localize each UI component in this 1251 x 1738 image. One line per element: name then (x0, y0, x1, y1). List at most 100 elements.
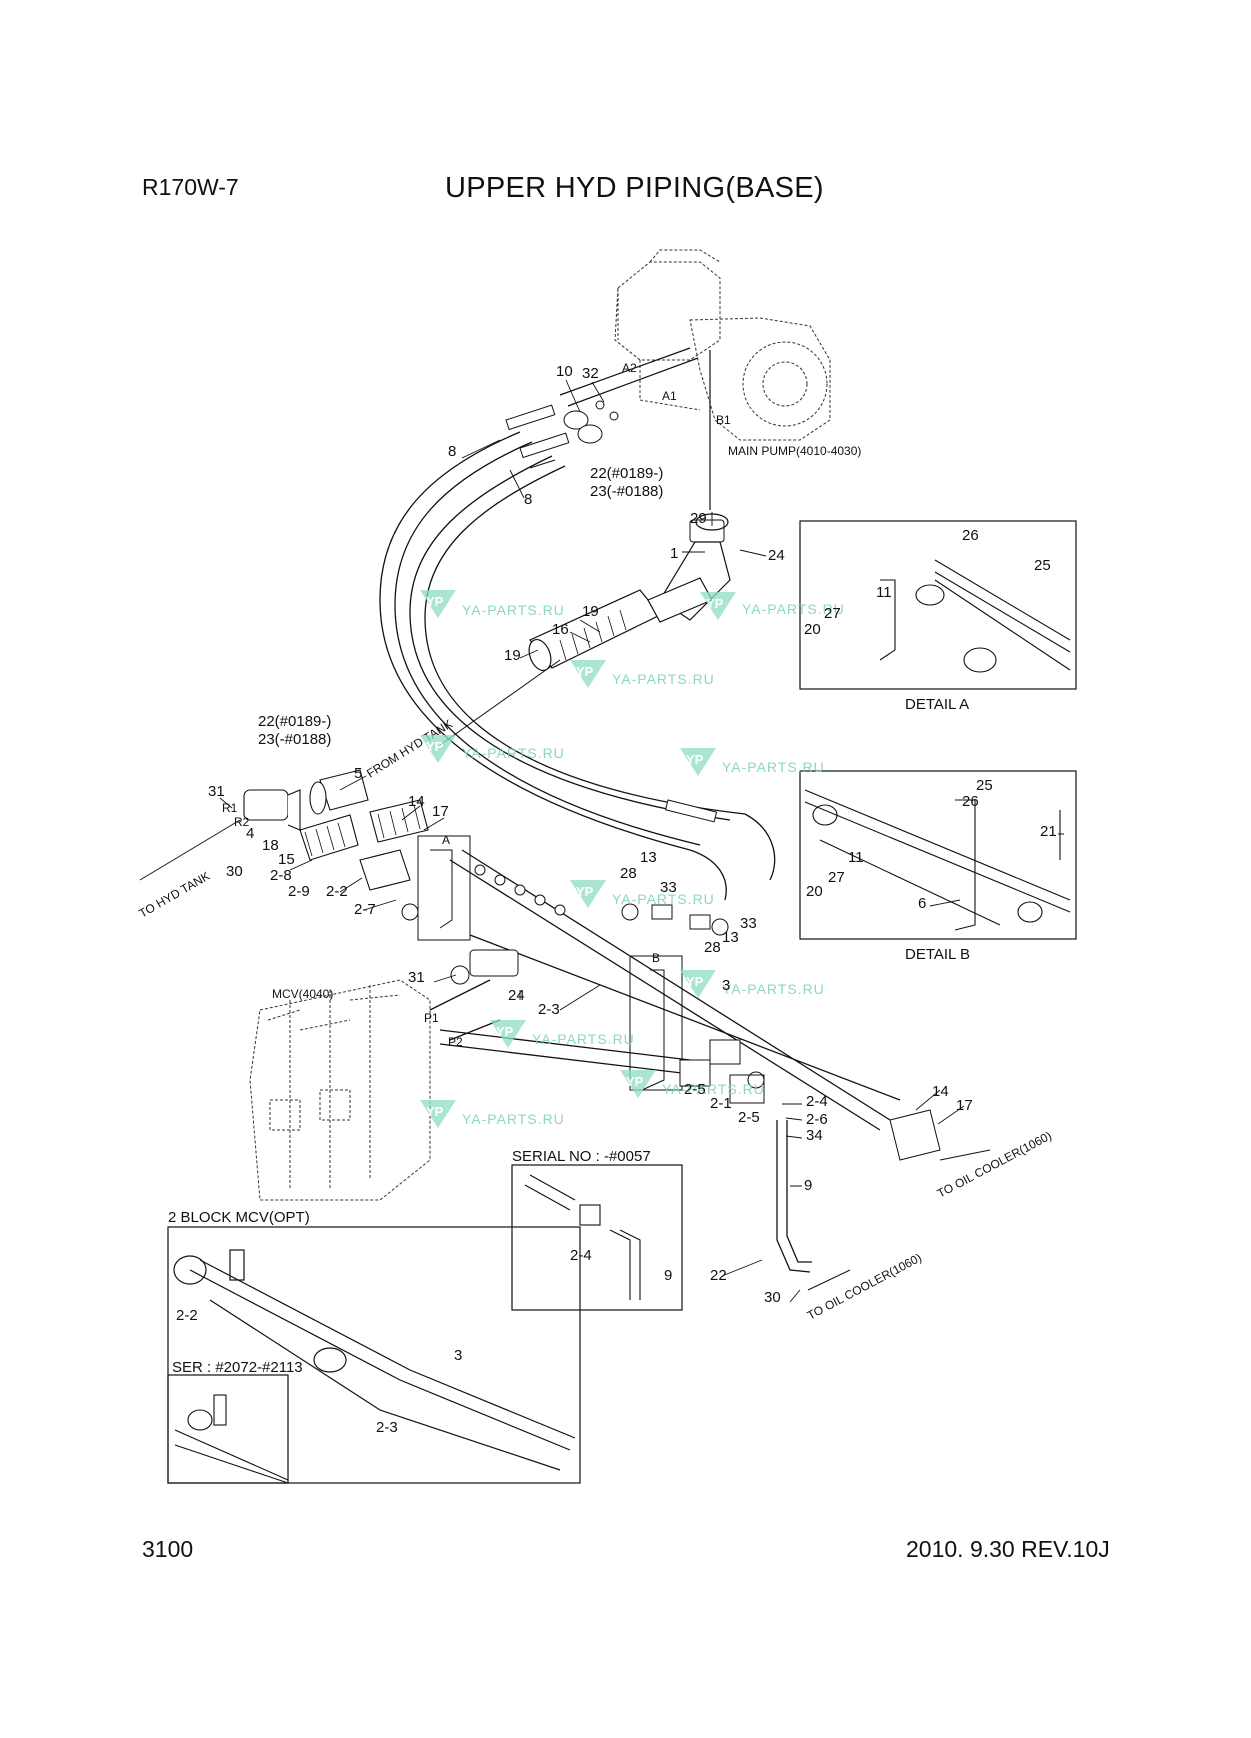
callout-3-block: 3 (454, 1347, 462, 1364)
callout-15: 15 (278, 851, 295, 868)
callout-16: 16 (552, 621, 569, 638)
to-oil-cooler-label-upper: TO OIL COOLER(1060) (935, 1128, 1054, 1200)
callout-21: 21 (1040, 823, 1057, 840)
svg-text:YA-PARTS.RU: YA-PARTS.RU (742, 601, 845, 617)
ser-range-label: SER : #2072-#2113 (172, 1359, 303, 1376)
callout-10: 10 (556, 363, 573, 380)
callout-17-right: 17 (956, 1097, 973, 1114)
callout-31-lower: 31 (408, 969, 425, 986)
callout-2-3-block: 2-3 (376, 1419, 398, 1436)
callout-29: 29 (690, 510, 707, 527)
callout-27-b: 27 (828, 869, 845, 886)
page-number: 3100 (142, 1536, 194, 1562)
svg-text:YA-PARTS.RU: YA-PARTS.RU (722, 981, 825, 997)
callout-31-upper: 31 (208, 783, 225, 800)
pump-flanges (529, 400, 725, 543)
callout-18: 18 (262, 837, 279, 854)
callout-24-upper: 24 (768, 547, 785, 564)
model-code: R170W-7 (142, 174, 239, 200)
callout-20-a: 20 (804, 621, 821, 638)
svg-text:YA-PARTS.RU: YA-PARTS.RU (462, 745, 565, 761)
callout-2-3: 2-3 (538, 1001, 560, 1018)
callout-14-left: 14 (408, 793, 425, 810)
callout-11-b: 11 (848, 849, 864, 866)
brackets (417, 835, 683, 1091)
callout-25-b: 25 (976, 777, 993, 794)
callout-24-lower: 24 (508, 987, 525, 1004)
callout-26-b: 26 (962, 793, 979, 810)
serial-detail-box (511, 1164, 683, 1311)
callout-13-upper: 13 (640, 849, 657, 866)
callout-28-upper: 28 (620, 865, 637, 882)
port-r2-label: R2 (234, 815, 250, 829)
main-pump (614, 249, 831, 441)
fittings (401, 864, 941, 1161)
callout-30-lower: 30 (764, 1289, 781, 1306)
callout-2-2-block: 2-2 (176, 1307, 198, 1324)
detail-a-label: DETAIL A (905, 696, 969, 713)
callout-22-note-left: 22(#0189-) (258, 713, 331, 730)
callout-3: 3 (722, 977, 730, 994)
callout-22: 22 (710, 1267, 727, 1284)
callout-2-5-a: 2-5 (684, 1081, 706, 1098)
callout-2-1: 2-1 (710, 1095, 732, 1112)
return-pipes (429, 849, 901, 1131)
callout-32: 32 (582, 365, 599, 382)
port-a1-label: A1 (662, 389, 677, 403)
svg-text:YA-PARTS.RU: YA-PARTS.RU (612, 671, 715, 687)
cooler-hose-9 (776, 1120, 812, 1273)
revision-date: 2010. 9.30 REV.10J (906, 1536, 1110, 1562)
svg-text:YA-PARTS.RU: YA-PARTS.RU (462, 602, 565, 618)
port-a2-label: A2 (622, 361, 637, 375)
callout-23-note-left: 23(-#0188) (258, 731, 331, 748)
detail-b-label: DETAIL B (905, 946, 970, 963)
callout-2-4-serial: 2-4 (570, 1247, 592, 1264)
callout-14-right: 14 (932, 1083, 949, 1100)
return-assembly (243, 769, 429, 891)
callout-2-6: 2-6 (806, 1111, 828, 1128)
svg-text:YA-PARTS.RU: YA-PARTS.RU (532, 1031, 635, 1047)
bracket-b-label: B (652, 951, 660, 965)
callout-25-a: 25 (1034, 557, 1051, 574)
block-mcv-label: 2 BLOCK MCV(OPT) (168, 1209, 310, 1226)
callout-6: 6 (918, 895, 926, 912)
svg-text:YA-PARTS.RU: YA-PARTS.RU (722, 759, 825, 775)
callout-9-serial: 9 (664, 1267, 672, 1284)
to-oil-cooler-label-lower: TO OIL COOLER(1060) (805, 1250, 924, 1322)
callout-26-a: 26 (962, 527, 979, 544)
callout-34: 34 (806, 1127, 823, 1144)
callout-5: 5 (354, 765, 362, 782)
main-pump-label: MAIN PUMP(4010-4030) (728, 444, 861, 458)
watermarks: YA-PARTS.RU YA-PARTS.RU YA-PARTS.RU YA-P… (420, 590, 845, 1128)
callout-17-left: 17 (432, 803, 449, 820)
block-mcv-box (167, 1226, 581, 1484)
callout-2-2: 2-2 (326, 883, 348, 900)
svg-text:YA-PARTS.RU: YA-PARTS.RU (662, 1081, 765, 1097)
page-title: UPPER HYD PIPING(BASE) (445, 172, 824, 204)
callout-19-lower: 19 (504, 647, 521, 664)
callout-30-left: 30 (226, 863, 243, 880)
detail-a-box (799, 520, 1077, 690)
callout-33-upper: 33 (660, 879, 677, 896)
callout-4: 4 (246, 825, 254, 842)
callout-leaders (219, 379, 1064, 1303)
to-hyd-tank-label: TO HYD TANK (137, 869, 213, 921)
callout-13-lower: 13 (722, 929, 739, 946)
serial-no-label: SERIAL NO : -#0057 (512, 1148, 651, 1165)
callout-2-9: 2-9 (288, 883, 310, 900)
port-r1-label: R1 (222, 801, 238, 815)
callout-11-a: 11 (876, 584, 892, 601)
callout-23-note-upper: 23(-#0188) (590, 483, 663, 500)
callout-20-b: 20 (806, 883, 823, 900)
callout-8-upper: 8 (448, 443, 456, 460)
callout-1: 1 (670, 545, 678, 562)
high-pressure-hoses (379, 431, 776, 901)
pump-line-a (559, 347, 699, 407)
mcv-valve (249, 979, 431, 1201)
callout-33-lower: 33 (740, 915, 757, 932)
part-callouts: 10 32 8 8 22(#0189-) 23(-#0188) 29 1 24 … (176, 363, 1057, 1436)
port-b1-label: B1 (716, 413, 731, 427)
svg-text:YA-PARTS.RU: YA-PARTS.RU (612, 891, 715, 907)
callout-2-8: 2-8 (270, 867, 292, 884)
